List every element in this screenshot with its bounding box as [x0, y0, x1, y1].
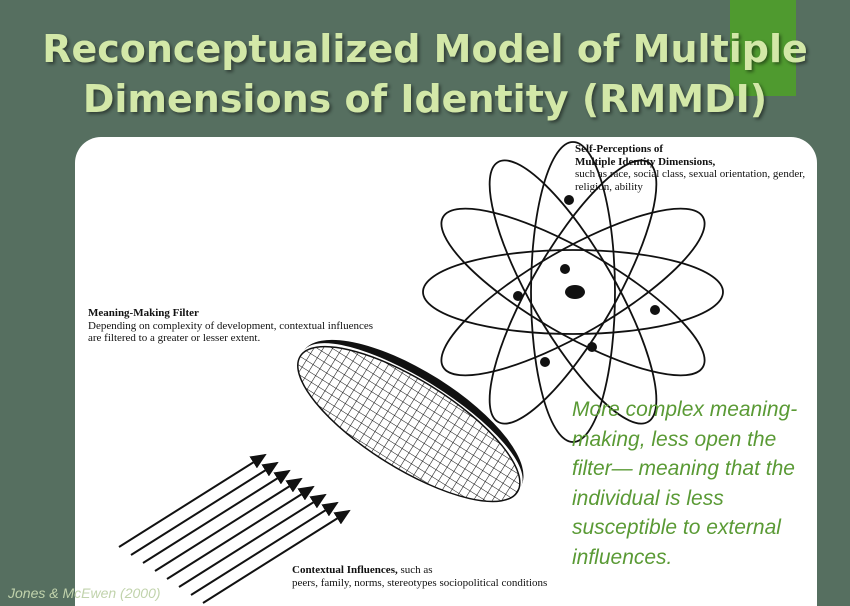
influence-arrow — [154, 477, 303, 572]
nucleus — [565, 285, 585, 299]
filter-body: Depending on complexity of development, … — [88, 319, 374, 345]
orbit — [440, 207, 706, 377]
self-perceptions-body: such as race, social class, sexual orien… — [575, 168, 806, 193]
electron — [564, 195, 574, 205]
explanation-note: More complex meaning-making, less open t… — [572, 398, 798, 569]
contextual-label: Contextual Influences, such as peers, fa… — [292, 564, 552, 589]
electron — [650, 305, 660, 315]
electron — [587, 342, 597, 352]
self-perceptions-label: Self-Perceptions of Multiple Identity Di… — [575, 143, 815, 193]
influence-arrow — [178, 493, 327, 588]
orbit — [488, 159, 658, 425]
identity-atom-particles — [513, 195, 660, 367]
orbit — [488, 159, 658, 425]
title-line-2: Dimensions of Identity (RMMDI) — [82, 77, 768, 121]
influence-arrow — [166, 485, 315, 580]
electron — [560, 264, 570, 274]
influence-arrow — [190, 501, 339, 596]
contextual-arrows — [118, 453, 351, 604]
electron — [513, 291, 523, 301]
filter-label: Meaning-Making Filter Depending on compl… — [88, 307, 388, 345]
influence-arrow — [118, 453, 267, 548]
rmmdi-diagram — [118, 141, 724, 604]
influence-arrow — [130, 461, 279, 556]
influence-arrow — [202, 509, 351, 604]
orbit — [530, 141, 616, 443]
contextual-body-2: peers, family, norms, stereotypes sociop… — [292, 576, 548, 589]
self-perceptions-title-2: Multiple Identity Dimensions, — [575, 155, 716, 168]
citation: Jones & McEwen (2000) — [8, 585, 161, 601]
page-title: Reconceptualized Model of Multiple Dimen… — [40, 24, 810, 124]
diagram-panel: Self-Perceptions of Multiple Identity Di… — [75, 137, 817, 606]
influence-arrow — [142, 469, 291, 564]
orbit — [440, 207, 706, 377]
contextual-body-1: such as — [397, 564, 433, 576]
accent-square — [730, 0, 796, 96]
self-perceptions-title-1: Self-Perceptions of — [575, 143, 664, 155]
identity-atom — [422, 141, 724, 443]
contextual-title: Contextual Influences, — [292, 564, 398, 576]
meaning-making-filter — [297, 339, 524, 503]
title-line-1: Reconceptualized Model of Multiple — [42, 27, 808, 71]
filter-title: Meaning-Making Filter — [88, 307, 199, 319]
electron — [540, 357, 550, 367]
orbit — [422, 249, 724, 335]
